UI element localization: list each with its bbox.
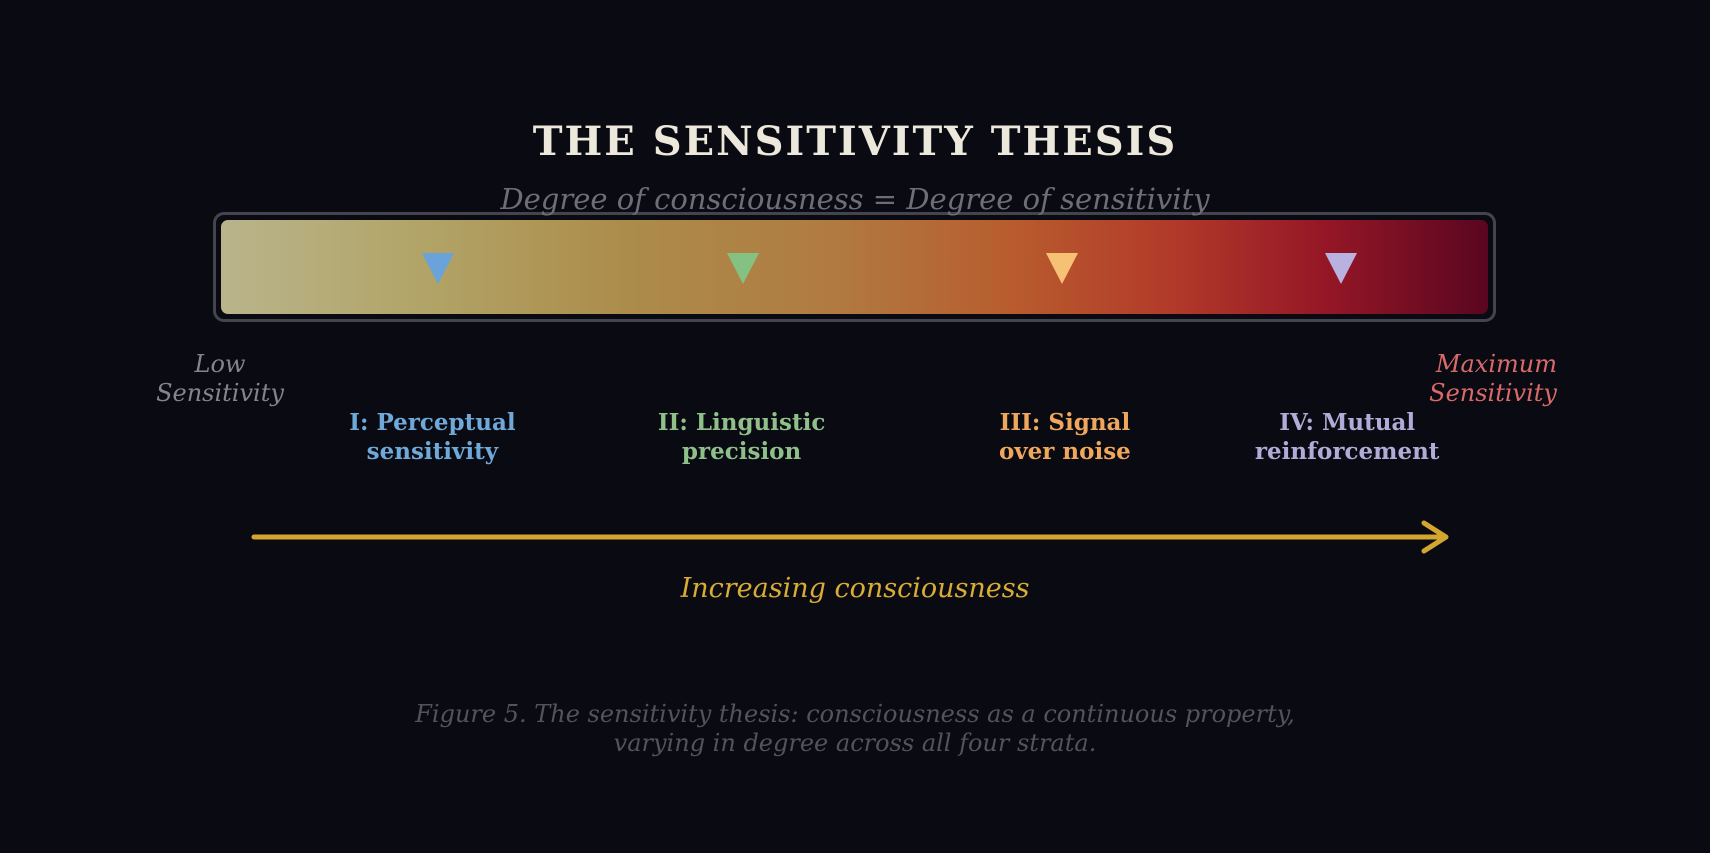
stratum-label-1: I: Perceptual sensitivity	[349, 409, 516, 466]
figure-subtitle: Degree of consciousness = Degree of sens…	[500, 182, 1210, 216]
stratum-label-3: III: Signal over noise	[998, 409, 1131, 466]
gradient-bar-frame	[213, 212, 1496, 322]
stratum-label-2: II: Linguistic precision	[657, 409, 826, 466]
stratum-label-4: IV: Mutual reinforcement	[1254, 409, 1440, 466]
marker-triangle-3	[1046, 253, 1079, 284]
figure-caption: Figure 5. The sensitivity thesis: consci…	[415, 700, 1295, 757]
low-sensitivity-label: Low Sensitivity	[156, 350, 284, 408]
consciousness-arrow-icon	[251, 520, 1449, 554]
increasing-consciousness-label: Increasing consciousness	[680, 573, 1030, 604]
maximum-sensitivity-label: Maximum Sensitivity	[1429, 350, 1557, 408]
sensitivity-gradient-bar	[221, 220, 1488, 314]
page-title: THE SENSITIVITY THESIS	[532, 118, 1178, 165]
marker-triangle-2	[727, 253, 759, 284]
marker-triangle-1	[421, 253, 454, 284]
marker-triangle-4	[1325, 253, 1358, 284]
